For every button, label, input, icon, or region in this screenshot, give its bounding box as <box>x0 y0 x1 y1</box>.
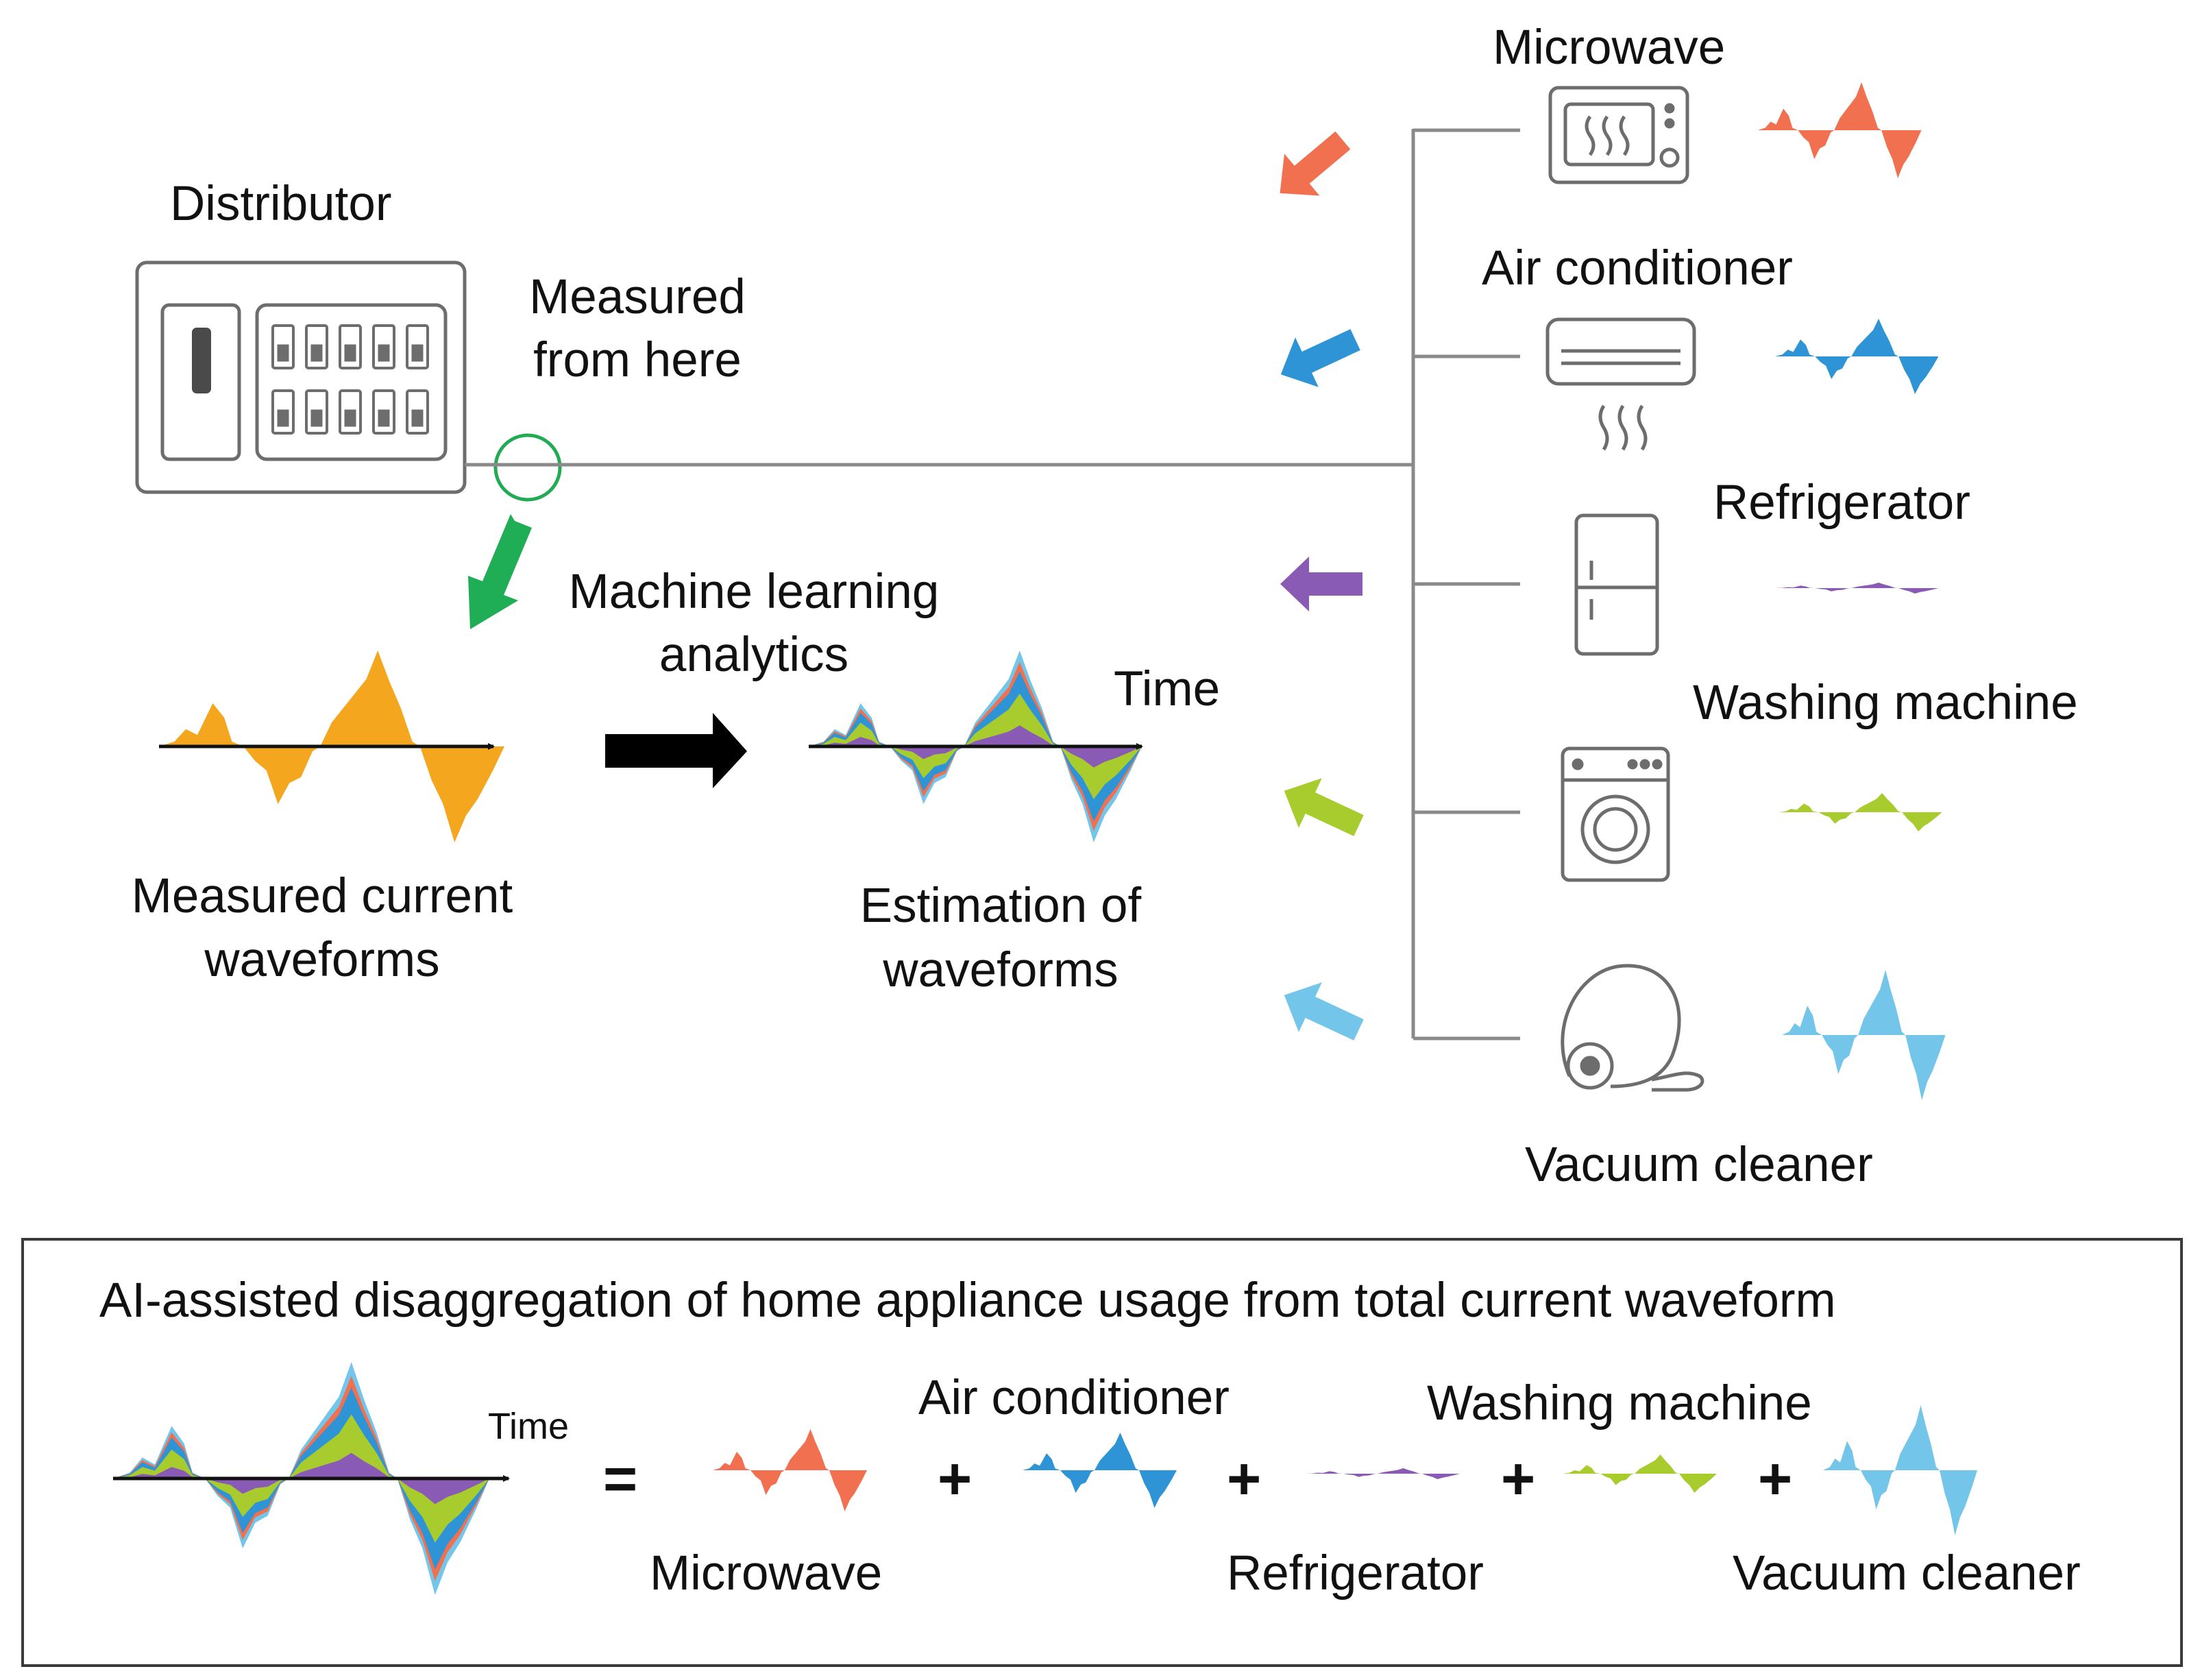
summary-box <box>21 1238 2183 1667</box>
summary-waveform-refrigerator <box>1306 1468 1460 1479</box>
summary-title: AI-assisted disaggregation of home appli… <box>99 1274 1836 1328</box>
summary-label-vacuum-cleaner: Vacuum cleaner <box>1733 1546 2081 1600</box>
summary-label-refrigerator: Refrigerator <box>1227 1546 1484 1600</box>
breaker-switch <box>372 389 395 435</box>
breaker-toggle <box>411 409 424 427</box>
breaker-toggle <box>277 344 289 362</box>
plus-sign: + <box>1501 1446 1536 1512</box>
breaker-switch <box>271 389 295 435</box>
waveform-microwave <box>1758 82 1922 178</box>
washing-machine-icon <box>1561 746 1670 882</box>
equals-sign: = <box>603 1446 638 1512</box>
summary-label-washing-machine: Washing machine <box>1427 1376 1812 1431</box>
waveform-refrigerator <box>1775 583 1939 594</box>
breaker-switch <box>339 324 362 369</box>
arrow-air-conditioner <box>1280 329 1360 387</box>
summary-time-label: Time <box>488 1406 569 1447</box>
branch-wires <box>1413 128 1520 1040</box>
summary-waveform-washing-machine <box>1563 1454 1717 1493</box>
summary-waveform-air-conditioner <box>1023 1433 1177 1508</box>
waveform-washing-machine <box>1779 793 1942 831</box>
appliance-label-air-conditioner: Air conditioner <box>1482 241 1793 295</box>
measured-from-here-label-line1: Measured <box>529 270 746 324</box>
breaker-switch <box>372 324 395 369</box>
breaker-switches <box>271 324 429 435</box>
green-down-arrow <box>468 514 532 629</box>
arrow-vacuum-cleaner <box>1284 982 1364 1040</box>
measured-from-here-label-line2: from here <box>533 333 742 387</box>
summary-waveform-vacuum-cleaner <box>1823 1405 1977 1535</box>
breaker-toggle <box>277 409 289 427</box>
waveform-air-conditioner <box>1775 319 1939 394</box>
vacuum-cleaner-icon <box>1561 964 1704 1092</box>
distributor-label: Distributor <box>170 177 392 231</box>
appliance-label-microwave: Microwave <box>1493 21 1726 75</box>
refrigerator-icon <box>1574 513 1659 656</box>
plus-sign: + <box>1758 1446 1793 1512</box>
microwave-icon <box>1548 86 1689 184</box>
arrow-microwave <box>1280 131 1351 196</box>
black-right-arrow <box>605 713 747 788</box>
breaker-switch <box>271 324 295 369</box>
ml-analytics-label-line2: analytics <box>659 628 849 682</box>
breaker-toggle <box>378 409 390 427</box>
breaker-toggle <box>378 344 390 362</box>
appliance-arrows <box>1280 131 1364 1040</box>
appliance-label-vacuum-cleaner: Vacuum cleaner <box>1525 1138 1873 1192</box>
breaker-switch <box>339 389 362 435</box>
summary-label-microwave: Microwave <box>650 1546 883 1600</box>
summary-waveform-microwave <box>713 1429 867 1511</box>
estimation-label-line1: Estimation of <box>859 879 1142 933</box>
summary-label-air-conditioner: Air conditioner <box>918 1371 1230 1425</box>
waveform-vacuum-cleaner <box>1782 970 1946 1100</box>
breaker-toggle <box>411 344 424 362</box>
appliance-label-washing-machine: Washing machine <box>1693 676 2078 730</box>
breaker-switch <box>406 389 429 435</box>
measured-current-label-line2: waveforms <box>204 933 440 987</box>
breaker-toggle <box>344 409 356 427</box>
arrow-washing-machine <box>1284 778 1364 836</box>
breaker-toggle <box>344 344 356 362</box>
breaker-switch <box>406 324 429 369</box>
measured-current-label-line1: Measured current <box>131 869 513 923</box>
breaker-toggle <box>310 344 323 362</box>
measurement-point-circle <box>493 433 562 502</box>
plus-sign: + <box>938 1446 973 1512</box>
time-axis-label: Time <box>1114 662 1221 716</box>
estimation-label-line2: waveforms <box>883 943 1119 997</box>
arrow-refrigerator <box>1280 557 1362 611</box>
breaker-switch <box>305 324 328 369</box>
breaker-switch <box>305 389 328 435</box>
breaker-toggle <box>310 409 323 427</box>
ml-analytics-label-line1: Machine learning <box>568 565 940 619</box>
appliance-label-refrigerator: Refrigerator <box>1713 476 1970 530</box>
air-conditioner-icon <box>1545 317 1696 451</box>
distributor-panel-icon <box>135 260 467 494</box>
plus-sign: + <box>1227 1446 1262 1512</box>
